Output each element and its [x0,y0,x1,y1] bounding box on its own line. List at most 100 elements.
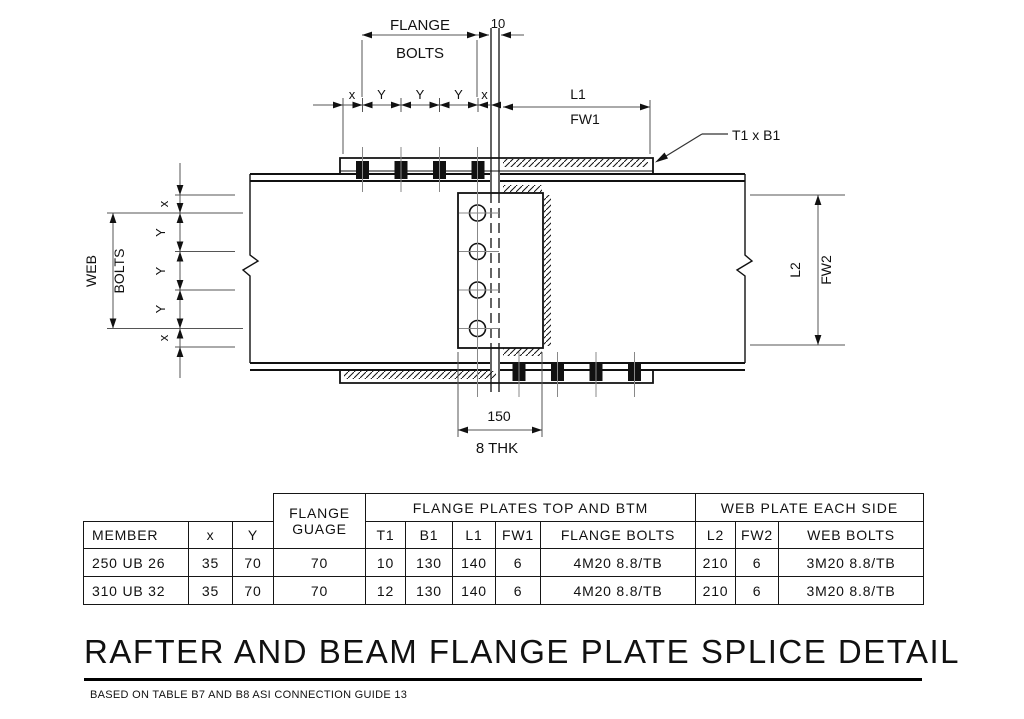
cell-y: 70 [232,548,274,577]
table-spacer [84,494,274,522]
bottom-flange-bolts [512,362,641,381]
plate-callout-label: T1 x B1 [732,127,780,143]
header-b1: B1 [405,521,453,549]
left-spacing-y2: Y [153,266,168,275]
dim-arrow [429,101,440,109]
flange-bolts-label-1: FLANGE [390,17,450,34]
web-plate [457,192,544,349]
web-plate-weld-hatch-bottom [503,348,542,356]
dim-arrow [176,280,184,290]
cell-t1: 10 [365,548,406,577]
cell-flange-bolts: 4M20 8.8/TB [540,576,696,605]
dim-arrow [458,426,468,434]
dim-arrow [176,241,184,252]
header-fw2: FW2 [735,521,779,549]
cell-fw2: 6 [735,576,779,605]
cell-l2: 210 [695,576,736,605]
cell-l1: 140 [452,576,496,605]
cell-flange-bolts: 4M20 8.8/TB [540,548,696,577]
l2-label: L2 [787,262,803,278]
dim-arrow [401,101,411,109]
header-t1: T1 [365,521,406,549]
cell-x: 35 [188,548,233,577]
header-x: x [188,521,233,549]
drawing-footnote: BASED ON TABLE B7 AND B8 ASI CONNECTION … [90,689,408,701]
cell-b1: 130 [405,576,453,605]
cell-t1: 12 [365,576,406,605]
web-plate-thk-label: 8 THK [476,440,518,457]
bottom-plate-weld-hatch [344,371,496,379]
cell-web-bolts: 3M20 8.8/TB [778,548,924,577]
group-flange-plates: FLANGE PLATES TOP AND BTM [365,493,696,522]
left-spacing-y1: Y [153,228,168,237]
dim-arrow [176,185,184,195]
dim-arrow [391,101,401,109]
dim-arrow [176,290,184,300]
cell-fw2: 6 [735,548,779,577]
web-bolts-label-1: WEB [83,255,99,287]
web-plate-weld-hatch-right [544,195,551,346]
cell-b1: 130 [405,548,453,577]
dim-arrow [532,426,542,434]
cell-guage: 70 [273,576,366,605]
flange-guage-line1: FLANGE [289,505,350,521]
plate-callout-leader [657,133,728,162]
dim-arrow [478,101,488,109]
gap-dim-label: 10 [491,16,505,31]
header-flange-guage: FLANGE GUAGE [273,493,366,549]
group-header-row: FLANGE GUAGE FLANGE PLATES TOP AND BTM W… [84,493,924,549]
drawing-title: RAFTER AND BEAM FLANGE PLATE SPLICE DETA… [84,633,958,681]
dim-arrow [640,103,650,111]
fw1-label: FW1 [570,111,600,127]
group-web-plate: WEB PLATE EACH SIDE [695,493,924,522]
dim-arrow [109,213,117,223]
top-flange-bolts [356,161,485,179]
header-y: Y [232,521,274,549]
cell-fw1: 6 [495,576,541,605]
beam-break-right [735,174,754,363]
dim-arrow [501,31,511,39]
dim-arrow [176,203,184,213]
splice-spec-table: FLANGE GUAGE FLANGE PLATES TOP AND BTM W… [83,493,924,605]
dim-arrow [439,101,450,109]
dim-arrow [333,101,343,109]
dim-arrow [503,103,513,111]
top-flange-plate [339,157,654,174]
table-row: 250 UB 26 35 70 70 10 130 140 6 4M20 8.8… [83,548,924,577]
header-web-bolts: WEB BOLTS [778,521,924,549]
column-header-row: MEMBER x Y T1 B1 L1 FW1 FLANGE BOLTS L2 … [83,521,924,549]
top-spacing-y3: Y [454,87,463,102]
dimension-arrowheads [109,31,822,434]
top-spacing-y1: Y [377,87,386,102]
bottom-flange-plate [339,370,654,384]
table-row: 310 UB 32 35 70 70 12 130 140 6 4M20 8.8… [83,576,924,605]
flange-bolts-label-2: BOLTS [396,45,444,62]
header-fw1: FW1 [495,521,541,549]
web-plate-width-label: 150 [487,408,511,424]
beam-outline [250,173,745,371]
fw2-label: FW2 [818,255,834,285]
web-plate-weld-hatch-top [503,185,542,193]
cell-web-bolts: 3M20 8.8/TB [778,576,924,605]
dim-arrow [814,335,822,345]
dim-arrow [176,213,184,223]
dim-arrow [176,318,184,329]
l1-label: L1 [570,86,586,102]
header-member: MEMBER [83,521,189,549]
dim-arrow [176,328,184,339]
beam-break-left [241,174,260,363]
dim-arrow [362,101,373,109]
flange-guage-line2: GUAGE [292,521,347,537]
dim-arrow [468,101,478,109]
dim-arrow [109,318,117,329]
top-spacing-x1: x [349,87,356,102]
dim-arrow [491,101,501,109]
cell-member: 250 UB 26 [83,548,189,577]
dim-arrow [362,31,372,39]
cell-l1: 140 [452,548,496,577]
header-l2: L2 [695,521,736,549]
cell-x: 35 [188,576,233,605]
beam-end-lines [490,28,500,392]
